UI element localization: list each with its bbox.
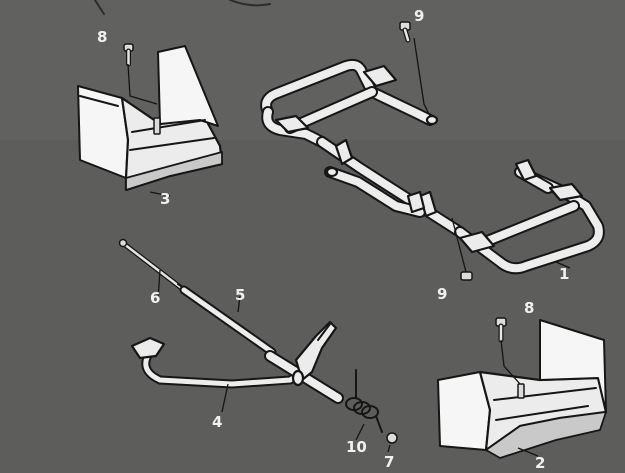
brake-rod — [118, 238, 197, 297]
spring — [345, 369, 383, 433]
callout-spring: 10 — [346, 438, 367, 456]
rod-sleeve — [179, 285, 277, 357]
callout-bolt-bottom: 9 — [437, 285, 447, 303]
bolt-bottom — [451, 217, 473, 281]
bolt-left — [123, 43, 158, 105]
callout-bolt-right: 8 — [524, 299, 534, 317]
callout-brake-pedal: 4 — [212, 413, 222, 431]
callout-nut: 7 — [384, 453, 394, 471]
brake-pedal — [130, 320, 344, 404]
leader-lines — [149, 191, 571, 457]
nut — [386, 432, 398, 453]
bolt-right — [495, 317, 521, 385]
callout-right-footrest: 2 — [535, 454, 545, 472]
callout-brake-rod: 6 — [150, 289, 160, 307]
callout-left-footrest: 3 — [160, 190, 170, 208]
bolt-top — [399, 21, 431, 117]
callout-frame: 1 — [559, 265, 569, 283]
left-footrest — [77, 45, 224, 192]
callout-rod-sleeve: 5 — [235, 286, 245, 304]
frame — [260, 58, 605, 275]
callout-bolt-top: 9 — [414, 7, 424, 25]
right-footrest — [437, 319, 608, 459]
callout-bolt-left: 8 — [97, 28, 107, 46]
